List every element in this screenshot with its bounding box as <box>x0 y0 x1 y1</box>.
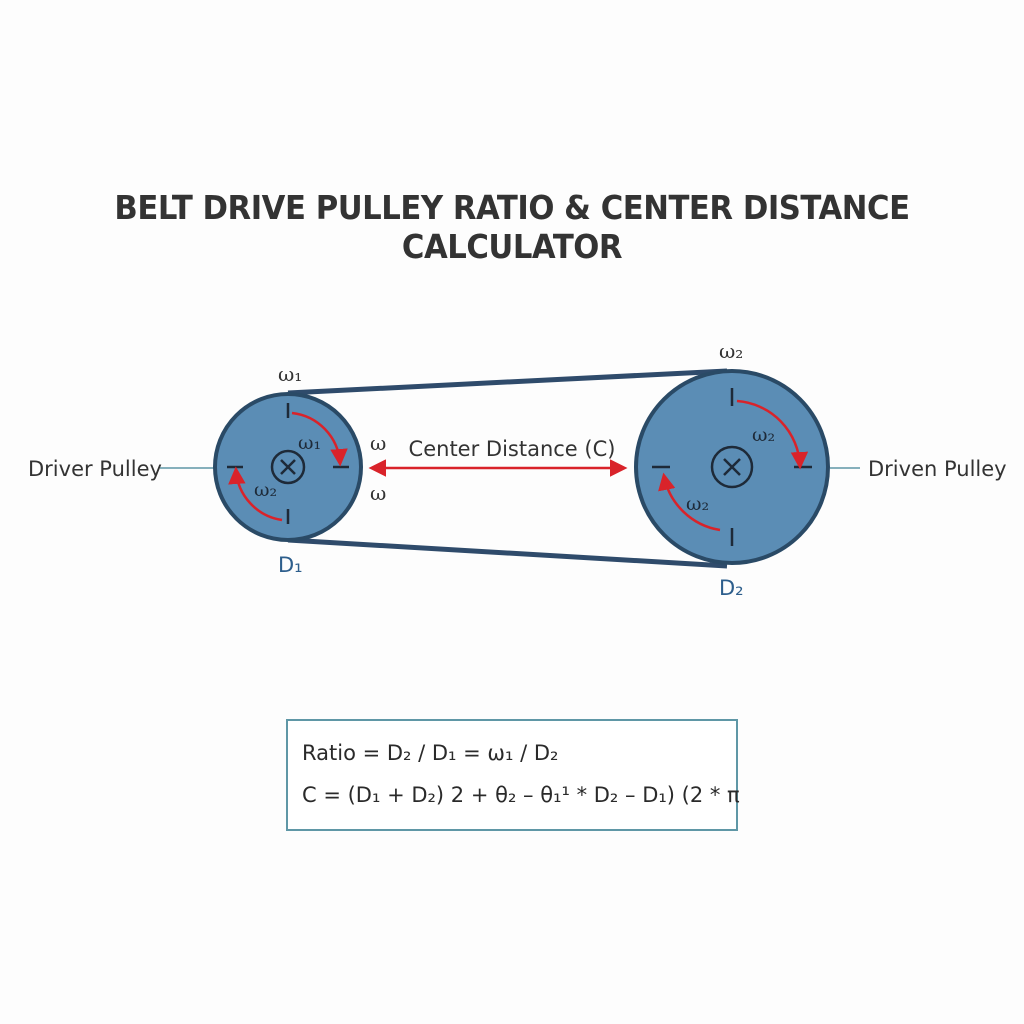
ratio-formula: Ratio = D₂ / D₁ = ω₁ / D₂ <box>302 741 559 765</box>
driver-axle-cross-icon <box>280 459 296 475</box>
driven-rotation-arrow-bottom <box>658 472 721 532</box>
driver-axle-circle <box>270 449 306 485</box>
driver-omega1-inner-label: ω₁ <box>298 432 321 454</box>
omega-right-lower-label: ω <box>370 481 386 505</box>
driven-omega2-inner-top-label: ω₂ <box>752 424 775 446</box>
driver-pulley-label: Driver Pulley <box>28 457 162 481</box>
belt-bottom-span <box>287 537 728 569</box>
omega2-top-label: ω₂ <box>719 339 743 363</box>
driver-rotation-arrow-top <box>291 411 348 467</box>
center-distance-label: Center Distance (C) <box>409 437 616 461</box>
belt <box>287 368 728 569</box>
driven-axle-circle <box>710 445 754 489</box>
driven-rotation-arrow-top <box>736 399 809 470</box>
d2-diameter-label: D₂ <box>719 576 744 600</box>
omega1-top-label: ω₁ <box>278 362 302 386</box>
d1-diameter-label: D₁ <box>278 553 303 577</box>
driver-pulley: ω₁ ω₂ <box>213 392 363 542</box>
driven-omega2-inner-bottom-label: ω₂ <box>686 493 709 515</box>
driven-axle-cross-icon <box>723 458 741 476</box>
page-title: BELT DRIVE PULLEY RATIO & CENTER DISTANC… <box>114 188 910 266</box>
driver-omega2-inner-label: ω₂ <box>254 479 277 501</box>
belt-top-span <box>287 368 728 396</box>
driven-pulley-label: Driven Pulley <box>868 457 1007 481</box>
center-distance-formula: C = (D₁ + D₂) 2 + θ₂ – θ₁¹ * D₂ – D₁) (2… <box>302 783 740 807</box>
omega-right-upper-label: ω <box>370 431 386 455</box>
driver-rotation-arrow-bottom <box>228 466 283 522</box>
driven-pulley: ω₂ ω₂ <box>634 369 830 565</box>
formula-box: Ratio = D₂ / D₁ = ω₁ / D₂ C = (D₁ + D₂) … <box>286 719 740 831</box>
